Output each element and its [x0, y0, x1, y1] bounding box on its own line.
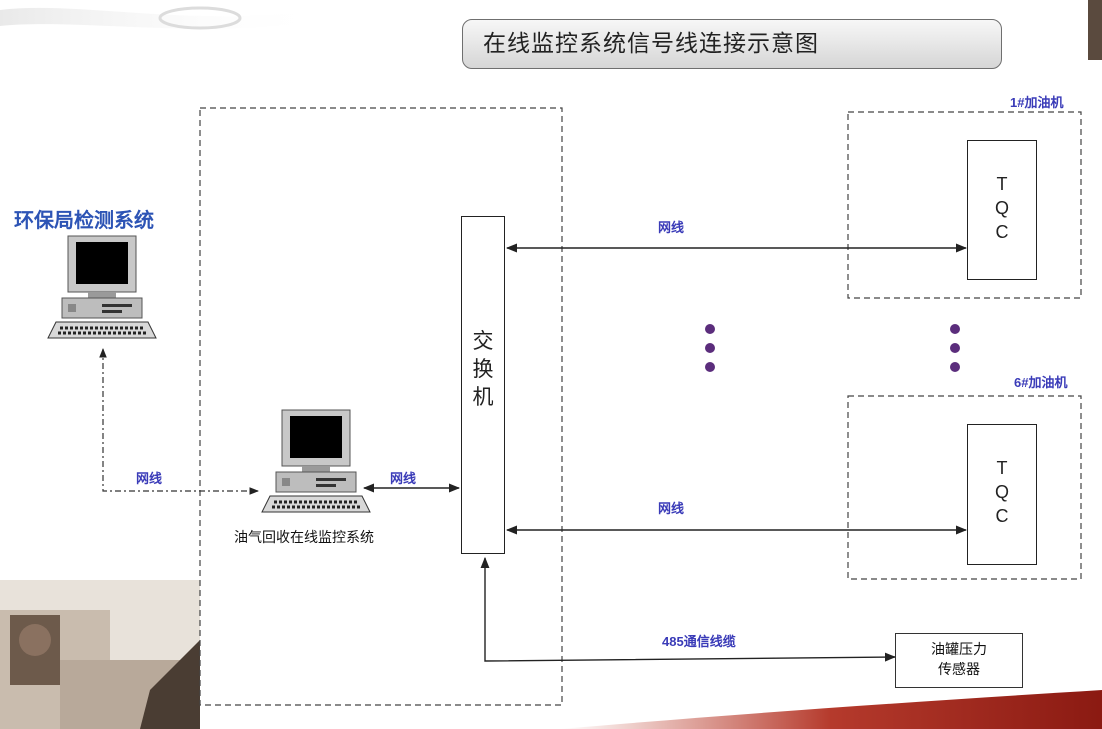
dispenser-1-tqc	[967, 140, 1037, 280]
tqc-letter: T	[996, 174, 1008, 194]
tqc-letter: C	[995, 506, 1009, 526]
sensor-to-switch-connector	[480, 556, 897, 662]
tqc-letter: Q	[994, 198, 1009, 218]
monitoring-enclosure	[199, 107, 563, 706]
switch-box	[461, 216, 505, 554]
dispenser-6-label: 6#加油机	[1014, 375, 1068, 390]
monitor-system-label: 油气回收在线监控系统	[234, 530, 374, 546]
link-label-switch-dispenser1: 网线	[658, 220, 685, 235]
computer-icon	[47, 235, 157, 339]
sensor-label-line2: 传感器	[938, 662, 980, 678]
link-label-monitor-switch: 网线	[390, 471, 417, 486]
background-red-band	[560, 690, 1102, 729]
ellipsis-dots-middle	[705, 324, 715, 372]
tqc-letter: Q	[994, 482, 1009, 502]
background-swirl-ring	[158, 6, 242, 30]
dispenser-1-tqc-label: T Q C	[967, 172, 1037, 244]
env-system-label: 环保局检测系统	[14, 208, 154, 232]
background-swirl	[0, 7, 330, 29]
link-label-env-monitor: 网线	[136, 471, 163, 486]
switch-label-char: 换	[472, 357, 494, 381]
background-collage	[0, 580, 200, 729]
env-to-monitor-connector	[99, 348, 259, 495]
sensor-label-line1: 油罐压力	[931, 642, 987, 658]
ellipsis-dots-right	[950, 324, 960, 372]
dispenser-6-tqc-label: T Q C	[967, 456, 1037, 528]
computer-icon	[261, 409, 371, 513]
switch-label-char: 交	[472, 329, 494, 353]
link-label-sensor-switch: 485通信线缆	[662, 634, 736, 649]
dispenser-6-tqc	[967, 424, 1037, 565]
dispenser-6-enclosure	[847, 395, 1082, 580]
pressure-sensor-box: 油罐压力 传感器	[895, 633, 1023, 688]
switch-label: 交 换 机	[461, 327, 505, 411]
dispenser-1-enclosure	[847, 111, 1082, 299]
switch-label-char: 机	[472, 385, 494, 409]
tqc-letter: C	[995, 222, 1009, 242]
tqc-letter: T	[996, 458, 1008, 478]
background-right-photo	[1088, 0, 1102, 60]
link-label-switch-dispenser6: 网线	[658, 501, 685, 516]
dispenser-1-label: 1#加油机	[1010, 95, 1064, 110]
page-title: 在线监控系统信号线连接示意图	[462, 19, 1002, 69]
